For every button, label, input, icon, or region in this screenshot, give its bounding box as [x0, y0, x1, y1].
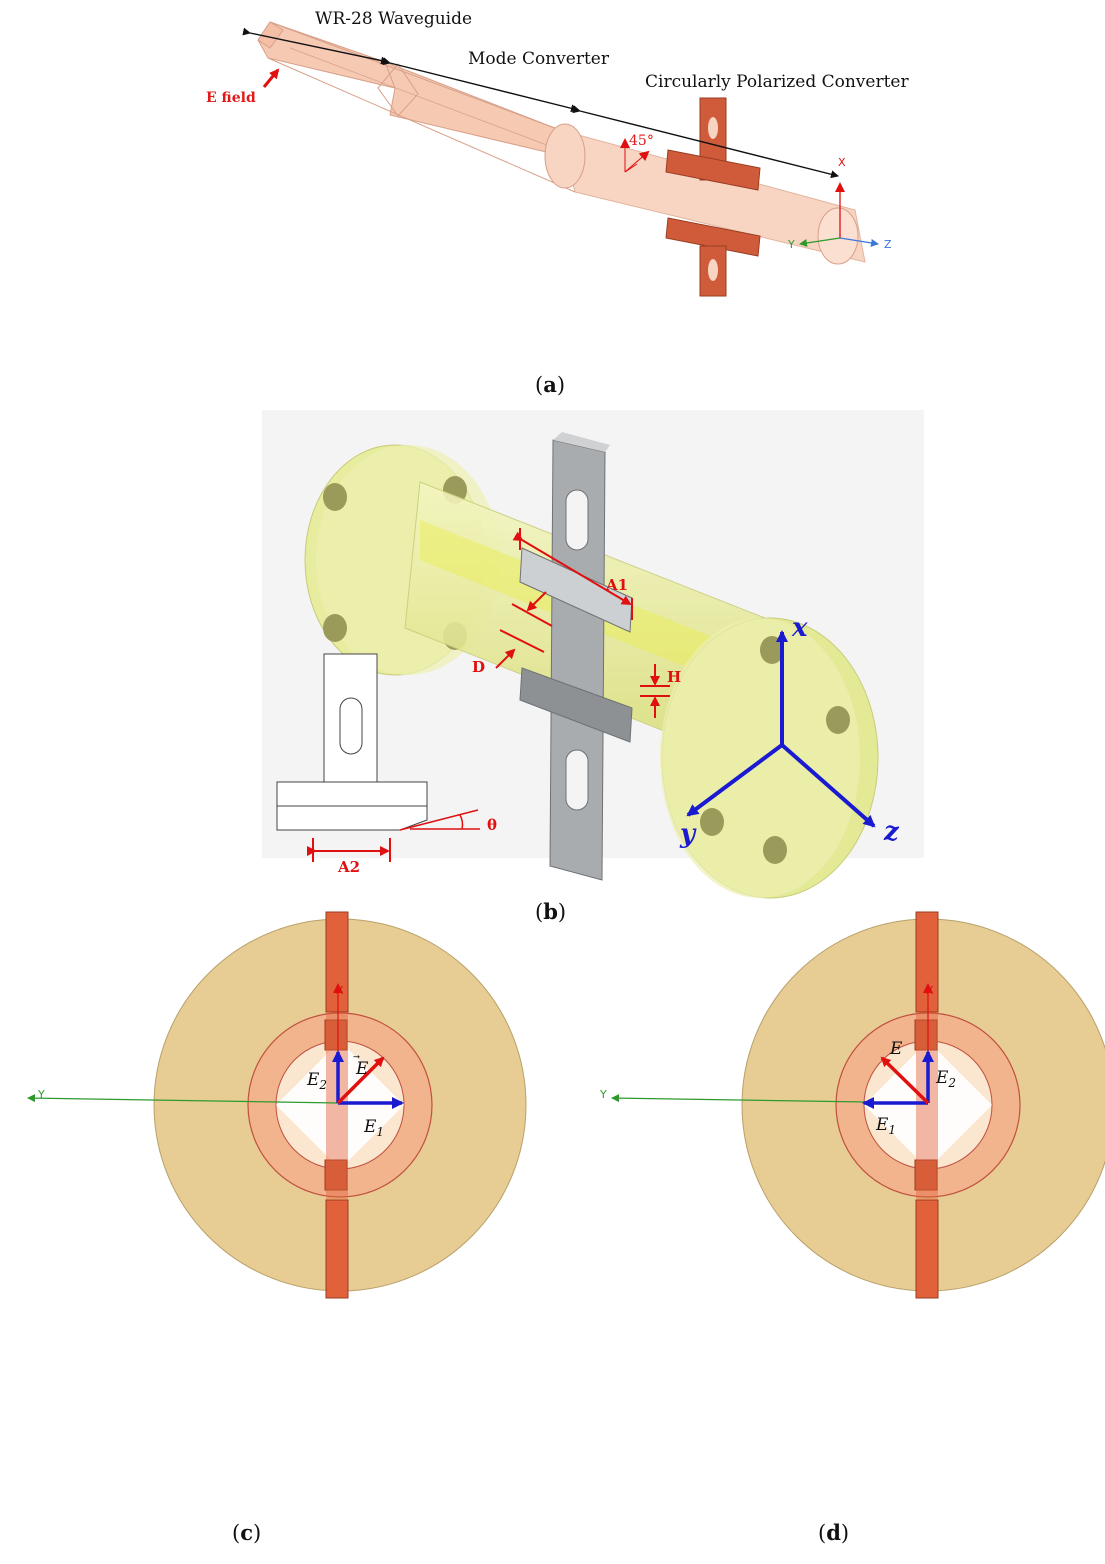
label-a1: A1	[605, 576, 628, 594]
copper-bar-top-d	[915, 911, 939, 1013]
caption-b: (b)	[535, 899, 566, 924]
caption-c: (c)	[232, 1520, 261, 1545]
axis-label-z-b: z	[883, 817, 900, 847]
label-e1-d: E1	[875, 1115, 896, 1137]
caption-a: (a)	[535, 372, 565, 397]
label-circular-converter: Circularly Polarized Converter	[645, 72, 909, 92]
waveguide-span-arrow	[242, 27, 389, 65]
axis-label-x-d: X	[926, 984, 934, 997]
caption-a-letter: a	[543, 372, 557, 397]
panel-c: X Y E E2 E1 ⃗ (c)	[27, 911, 527, 1545]
label-e1-c-letter: E	[363, 1117, 377, 1137]
vector-e-d	[880, 1056, 930, 1105]
dimension-a1: A1	[512, 528, 633, 620]
copper-bar-bottom-c	[325, 1199, 349, 1299]
label-h: H	[667, 668, 681, 686]
axis-label-y-a: Y	[787, 238, 795, 251]
axis-label-x-c: X	[336, 984, 344, 997]
label-a2: A2	[337, 858, 360, 876]
copper-bar-bottom-d	[915, 1199, 939, 1299]
inset-side-view: θ A2	[276, 653, 497, 876]
axis-label-x-a: X	[838, 156, 846, 169]
square-aperture-c	[276, 1041, 404, 1169]
label-e2-c: E2	[306, 1070, 327, 1092]
axis-label-x-b: x	[791, 613, 808, 643]
stub-bottom-d	[914, 1159, 938, 1191]
label-e2-c-sub: 2	[318, 1078, 327, 1092]
label-e2-d-letter: E	[935, 1068, 949, 1088]
label-d: D	[472, 658, 485, 676]
caption-d-letter: d	[826, 1520, 841, 1545]
label-e1-d-sub: 1	[888, 1123, 896, 1137]
panel-b: A1 D H x y z	[262, 410, 924, 924]
dimension-d: D	[472, 591, 553, 676]
label-angle-45: 45°	[629, 133, 654, 149]
axis-triad-b: x y z	[679, 613, 900, 849]
front-flange	[660, 617, 879, 899]
axis-triad-a: X Y Z	[787, 156, 892, 251]
caption-c-letter: c	[240, 1520, 253, 1545]
efield-arrow	[262, 68, 280, 88]
axis-label-y-c: Y	[37, 1088, 45, 1101]
label-mode-converter: Mode Converter	[468, 49, 610, 69]
label-efield: E field	[206, 90, 256, 106]
label-theta: θ	[487, 816, 497, 834]
label-e1-c-sub: 1	[376, 1125, 384, 1139]
caption-b-letter: b	[543, 899, 558, 924]
label-e-d-letter: E	[889, 1039, 903, 1059]
copper-bar-top-c	[325, 911, 349, 1013]
stub-bottom-c	[324, 1159, 348, 1191]
copper-stub-bottom	[665, 217, 761, 297]
label-e-c: E	[355, 1059, 369, 1079]
label-e2-d: E2	[935, 1068, 956, 1090]
circular-converter-span-arrow	[572, 105, 839, 179]
label-e1-d-letter: E	[875, 1115, 889, 1135]
caption-d: (d)	[818, 1520, 849, 1545]
axis-label-y-b: y	[679, 819, 697, 849]
dimension-h: H	[640, 664, 681, 718]
angle-marker-45: 45°	[620, 133, 654, 173]
panel-d: X Y E E2 E1 (d)	[599, 911, 1105, 1545]
axis-y-c	[27, 1094, 339, 1104]
axis-label-y-d: Y	[599, 1088, 607, 1101]
label-e-c-letter: E	[355, 1059, 369, 1079]
label-e1-c: E1	[363, 1117, 384, 1139]
label-waveguide: WR-28 Waveguide	[315, 9, 472, 29]
label-e2-c-letter: E	[306, 1070, 320, 1090]
label-e-d: E	[889, 1039, 903, 1059]
vector-e-c	[336, 1056, 385, 1105]
panel-a: WR-28 Waveguide Mode Converter Circularl…	[206, 9, 909, 397]
mode-converter-span-arrow	[382, 57, 579, 113]
label-e2-d-sub: 2	[947, 1076, 956, 1090]
axis-label-z-a: Z	[884, 238, 892, 251]
